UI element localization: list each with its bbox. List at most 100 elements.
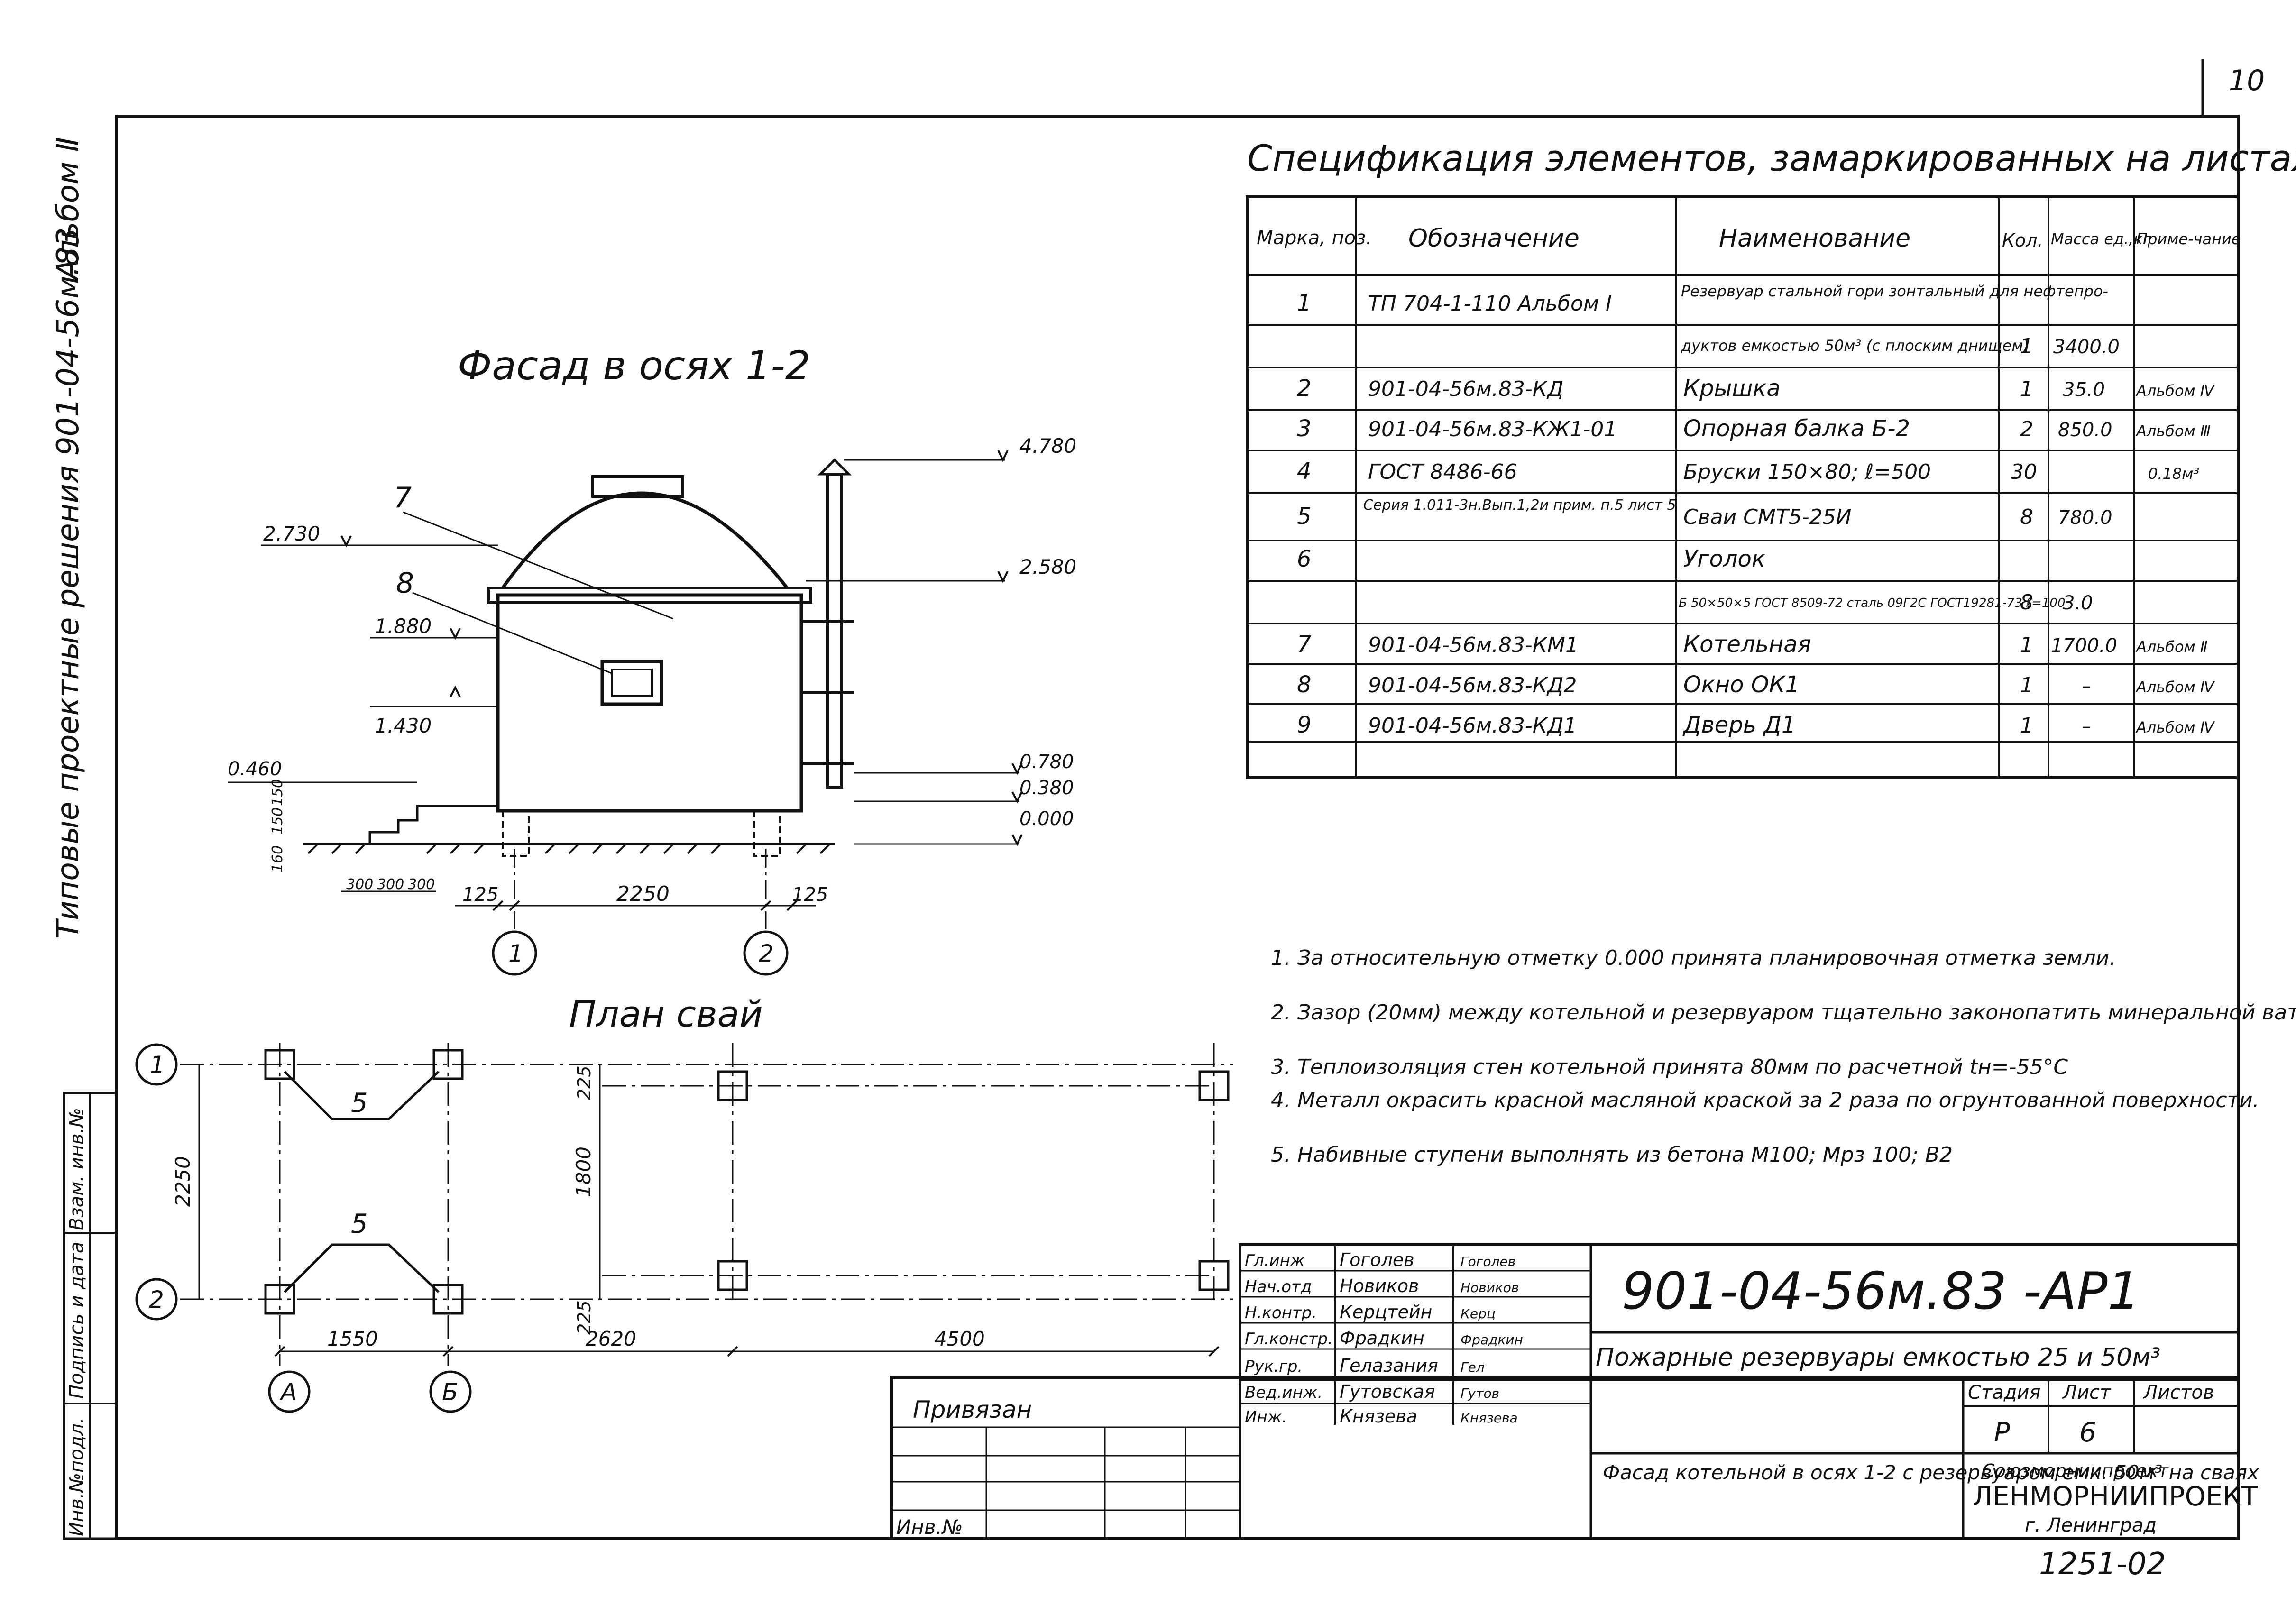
staff-name: Гутовская — [1340, 1381, 1435, 1402]
org-main: ЛЕНМОРНИИПРОЕКТ — [1973, 1481, 2258, 1512]
spec-row-note: Альбом Ⅱ — [2135, 638, 2208, 656]
spec-row-mass: – — [2082, 716, 2091, 737]
sheet-label: Лист — [2062, 1382, 2112, 1404]
spec-row-designation: 901-04-56м.83-КЖ1-01 — [1368, 417, 1617, 441]
spec-row-note: Альбом Ⅳ — [2135, 382, 2215, 400]
spec-row-designation: 901-04-56м.83-КД2 — [1368, 673, 1577, 697]
entry-steps — [341, 805, 498, 845]
spec-row-mark: 6 — [1297, 546, 1312, 572]
plan-axis-col-a: А — [279, 1378, 297, 1406]
margin-inv-label: Инв.№подл. — [66, 1417, 88, 1536]
spec-row-name: дуктов емкостью 50м³ (с плоским днищем) — [1681, 337, 2029, 355]
staff-role: Вед.инж. — [1245, 1383, 1322, 1402]
note-3: 3. Теплоизоляция стен котельной принята … — [1271, 1055, 2068, 1079]
spec-row-qty: 2 — [2020, 417, 2033, 441]
dim-2250: 2250 — [616, 882, 670, 906]
level-1880: 1.880 — [375, 615, 432, 638]
spec-row-designation: Серия 1.011-3н.Вып.1,2и прим. п.5 лист 5 — [1363, 497, 1676, 514]
staff-signature: Гел — [1460, 1359, 1485, 1375]
beam-top — [284, 1071, 440, 1120]
facade-drawing: Фасад в осях 1-2 4.780 2.580 0.780 — [228, 342, 1076, 976]
spec-header-qty: Кол. — [2002, 230, 2043, 251]
staff-name: Фрадкин — [1340, 1328, 1424, 1349]
spec-row-note: Альбом Ⅳ — [2135, 718, 2215, 736]
staff-name: Князева — [1340, 1406, 1417, 1427]
pile-c1 — [717, 1070, 748, 1101]
pile-a2 — [264, 1284, 295, 1315]
facade-axis-1-bubble — [492, 930, 537, 976]
chimney-pipe — [826, 473, 843, 789]
staff-signature: Гутов — [1460, 1385, 1499, 1401]
plan-callout-5-bottom: 5 — [351, 1209, 368, 1239]
plan-dim-225-top: 225 — [574, 1065, 595, 1100]
spec-row-mark: 5 — [1297, 503, 1312, 530]
pile-b1 — [432, 1049, 464, 1080]
note-2: 2. Зазор (20мм) между котельной и резерв… — [1271, 1000, 2296, 1025]
spec-row-mass: 35.0 — [2063, 379, 2105, 401]
spec-row-name: Б 50×50×5 ГОСТ 8509-72 сталь 09Г2С ГОСТ1… — [1679, 596, 2065, 610]
plan-dim-2620: 2620 — [586, 1327, 636, 1350]
spec-row-designation: 901-04-56м.83-КД1 — [1368, 714, 1577, 738]
spec-row-mass: 3400.0 — [2053, 336, 2120, 358]
notes-block: 1. За относительную отметку 0.000 принят… — [1271, 946, 2296, 1167]
title-sheet-description: Фасад котельной в осях 1-2 с резервуаром… — [1603, 1461, 2259, 1484]
window-frame — [600, 660, 663, 706]
spec-row-note: Альбом Ⅳ — [2135, 678, 2215, 696]
boiler-body — [496, 593, 803, 813]
margin-stamp: Инв.№подл. Подпись и дата Взам. инв.№ — [63, 1092, 118, 1540]
spec-header-mark: Марка, поз. — [1257, 227, 1372, 249]
plan-dim-225-bottom: 225 — [574, 1300, 595, 1335]
plan-axis-row-2: 2 — [149, 1286, 164, 1313]
spec-row-name: Уголок — [1683, 546, 1765, 572]
pile-b2 — [432, 1284, 464, 1315]
spec-row-mark: 9 — [1297, 712, 1312, 738]
spec-row-mark: 3 — [1297, 415, 1312, 442]
staff-role: Нач.отд — [1245, 1277, 1312, 1296]
level-0780: 0.780 — [1019, 751, 1074, 773]
plan-axis-col-a-bubble — [268, 1370, 311, 1413]
sheet-value: 6 — [2079, 1417, 2096, 1448]
spec-row-name: Резервуар стальной гори зонтальный для н… — [1681, 282, 2108, 300]
level-0000: 0.000 — [1019, 808, 1074, 830]
facade-axis-2-bubble — [743, 930, 789, 976]
margin-sign-label: Подпись и дата — [66, 1242, 88, 1399]
spec-row-name: Дверь Д1 — [1682, 712, 1796, 738]
dim-125-left: 125 — [462, 884, 498, 906]
boiler-cornice — [487, 587, 812, 604]
spec-row-designation: 901-04-56м.83-КД — [1368, 377, 1563, 401]
spec-row-qty: 8 — [2020, 590, 2033, 615]
plan-axis-row-1-bubble — [135, 1043, 178, 1086]
pile-right — [753, 810, 781, 857]
plan-callout-5-top: 5 — [351, 1088, 368, 1119]
step-dim-v2: 150 — [269, 807, 286, 835]
pile-plan-title: План свай — [569, 993, 763, 1035]
inv-label: Инв.№ — [896, 1515, 963, 1539]
step-dim-h2: 300 — [377, 876, 404, 893]
pile-d2 — [1198, 1260, 1230, 1291]
sidebar-album: Альбом Ⅱ — [51, 137, 86, 282]
staff-signature: Князева — [1460, 1410, 1518, 1426]
spec-row-name: Котельная — [1683, 631, 1811, 658]
staff-role: Гл.констр. — [1245, 1330, 1333, 1349]
plan-dim-2250: 2250 — [171, 1156, 194, 1207]
spec-table: Спецификация элементов, замаркированных … — [1246, 137, 2296, 779]
callout-7: 7 — [394, 481, 412, 514]
pile-a1 — [264, 1049, 295, 1080]
callout-8: 8 — [396, 567, 414, 600]
title-project: Пожарные резервуары емкостью 25 и 50м³ — [1596, 1343, 2160, 1372]
spec-row-name: Сваи СМТ5-25И — [1683, 505, 1852, 529]
note-1: 1. За относительную отметку 0.000 принят… — [1271, 946, 2116, 970]
stage-value: Р — [1994, 1417, 2010, 1448]
page-number: 10 — [2229, 64, 2265, 97]
binding-label: Привязан — [913, 1396, 1032, 1423]
spec-row-qty: 1 — [2020, 633, 2033, 657]
pile-plan: План свай 5 5 1 2 А Б 2250 — [135, 993, 1233, 1413]
stage-label: Стадия — [1968, 1382, 2040, 1404]
level-2580: 2.580 — [1019, 555, 1076, 578]
step-dim-v3: 150 — [269, 779, 286, 806]
title-block: 901-04-56м.83 -АР1 Пожарные резервуары е… — [890, 1243, 2259, 1582]
spec-row-qty: 30 — [2011, 460, 2037, 484]
step-dim-v1: 160 — [269, 845, 286, 872]
spec-row-name: Окно ОК1 — [1683, 671, 1800, 698]
